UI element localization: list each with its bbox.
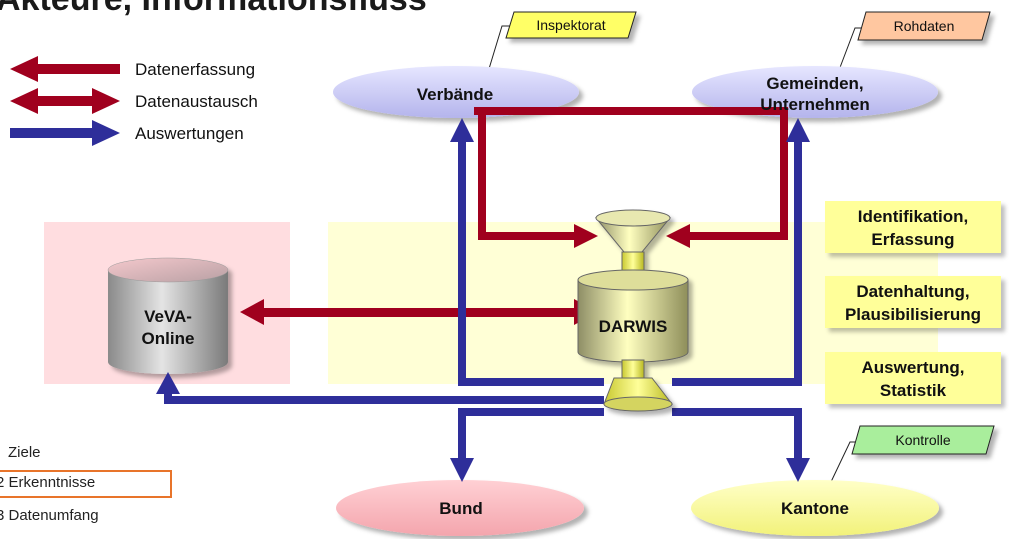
rohdaten-label: Rohdaten bbox=[893, 18, 955, 34]
legend-label-datenaustausch: Datenaustausch bbox=[135, 92, 258, 111]
darwis-system bbox=[577, 209, 689, 412]
kontrolle-label: Kontrolle bbox=[895, 432, 951, 448]
gemeinden-node bbox=[692, 66, 938, 118]
veva-label-line2: Online bbox=[141, 329, 195, 348]
function-identifikation-line2: Erfassung bbox=[871, 230, 955, 249]
verbaende-label: Verbände bbox=[416, 85, 494, 104]
legend-arrow-auswertungen bbox=[10, 120, 120, 146]
red-arrow-veva-darwis-exchange bbox=[240, 299, 598, 325]
kontrolle-tag bbox=[851, 425, 995, 455]
darwis-label: DARWIS bbox=[598, 317, 668, 336]
kantone-node bbox=[691, 480, 939, 536]
function-box-datenhaltung: Datenhaltung, Plausibilisierung bbox=[825, 276, 1001, 328]
rohdaten-connector bbox=[835, 27, 862, 79]
function-datenhaltung-line2: Plausibilisierung bbox=[844, 305, 982, 324]
blue-arrow-darwis-to-verbaende bbox=[450, 118, 604, 386]
legend-arrow-datenaustausch bbox=[10, 88, 120, 114]
function-identifikation-line1: Identifikation, bbox=[857, 207, 969, 226]
function-auswertung-line2: Statistik bbox=[879, 381, 947, 400]
gemeinden-label-line1: Gemeinden, bbox=[766, 74, 864, 93]
inspektorat-connector bbox=[484, 25, 512, 83]
blue-arrow-darwis-to-veva bbox=[156, 372, 604, 404]
red-arrow-gemeinden-to-darwis bbox=[474, 107, 788, 248]
legend-arrow-datenerfassung bbox=[10, 56, 120, 82]
blue-arrow-darwis-to-bund bbox=[450, 408, 604, 482]
bund-node bbox=[336, 480, 584, 536]
bund-label: Bund bbox=[439, 499, 483, 518]
nav-item-ziele[interactable]: Ziele bbox=[8, 444, 41, 461]
rohdaten-tag bbox=[857, 11, 991, 41]
function-auswertung-line1: Auswertung, bbox=[861, 358, 965, 377]
function-box-auswertung: Auswertung, Statistik bbox=[825, 352, 1001, 404]
blue-arrow-darwis-to-kantone bbox=[672, 408, 810, 482]
gemeinden-label-line2: Unternehmen bbox=[760, 95, 870, 114]
inspektorat-label: Inspektorat bbox=[536, 17, 606, 33]
veva-online-database bbox=[107, 257, 229, 374]
veva-label-line1: VeVA- bbox=[144, 307, 192, 326]
page-title: Akteure, Informationsfluss bbox=[0, 0, 427, 19]
inspektorat-tag bbox=[505, 11, 637, 39]
nav-item-current-highlight bbox=[0, 470, 172, 498]
red-arrow-verbaende-to-darwis bbox=[478, 111, 598, 248]
nav-item-datenumfang[interactable]: 3 Datenumfang bbox=[0, 507, 99, 524]
legend-label-auswertungen: Auswertungen bbox=[135, 124, 244, 143]
function-box-identifikation: Identifikation, Erfassung bbox=[825, 201, 1001, 253]
nav-item-erkenntnisse[interactable]: 2 Erkenntnisse bbox=[0, 474, 96, 491]
kantone-label: Kantone bbox=[781, 499, 849, 518]
blue-arrow-darwis-to-gemeinden bbox=[672, 118, 810, 386]
verbaende-node bbox=[333, 66, 579, 118]
function-datenhaltung-line1: Datenhaltung, bbox=[856, 282, 970, 301]
legend-label-datenerfassung: Datenerfassung bbox=[135, 60, 256, 79]
